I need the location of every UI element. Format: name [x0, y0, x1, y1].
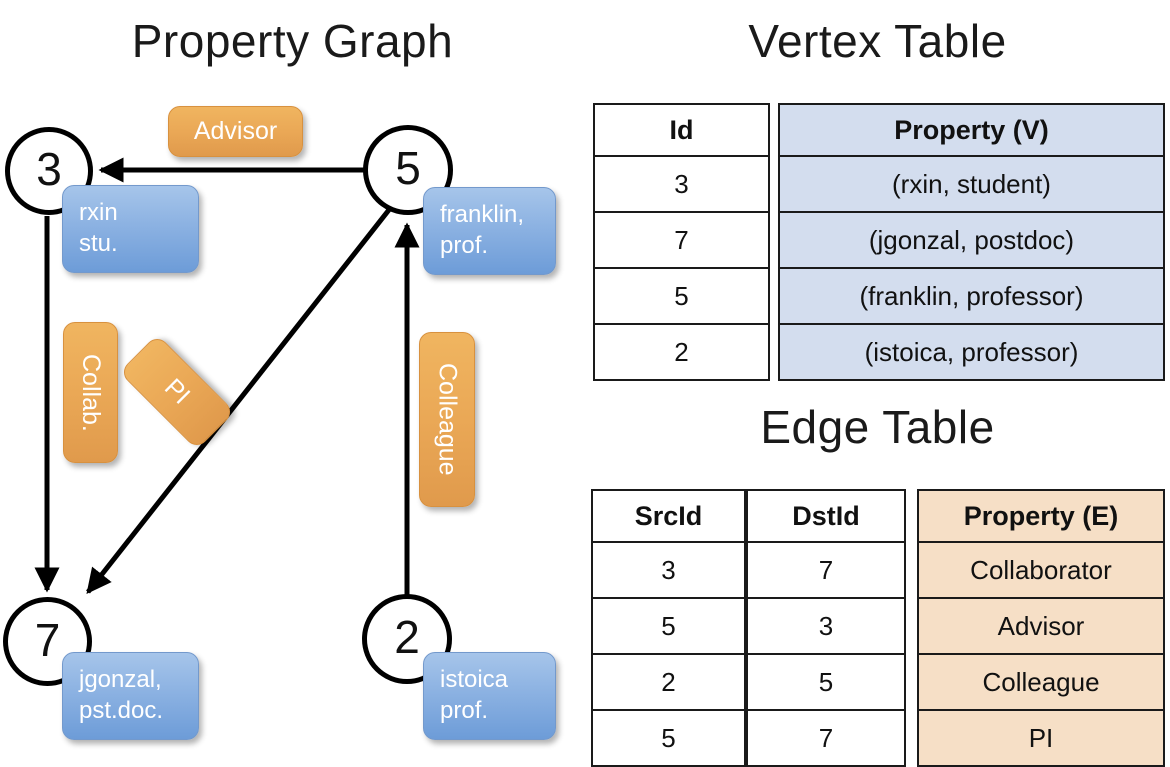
edge-label-badge-colleague: Colleague	[419, 332, 475, 507]
edge-table-dstid-column: DstId 7 3 5 7	[746, 489, 906, 767]
table-header-row: Property (V)	[778, 103, 1165, 157]
badge-line-2: prof.	[440, 231, 489, 259]
vertex-id-cell: 5	[593, 267, 770, 325]
edge-table-header-property: Property (E)	[917, 489, 1165, 543]
vertex-property-badge-istoica: istoica prof.	[423, 652, 556, 740]
badge-line-1: rxin	[79, 199, 118, 226]
vertex-property-cell: (franklin, professor)	[778, 267, 1165, 325]
vertex-property-badge-franklin: franklin, prof.	[423, 187, 556, 275]
badge-line-2: stu.	[79, 229, 118, 257]
vertex-property-cell: (istoica, professor)	[778, 323, 1165, 381]
table-row[interactable]: PI	[917, 709, 1165, 767]
graph-vertex-5-id: 5	[395, 142, 421, 194]
table-row[interactable]: 5	[591, 597, 746, 655]
edge-src-cell: 5	[591, 597, 746, 655]
edge-property-cell: Colleague	[917, 653, 1165, 711]
edge-label-text: Advisor	[193, 117, 278, 145]
graph-vertex-2[interactable]: 2	[362, 594, 452, 684]
edge-label-badge-pi: PI	[119, 334, 235, 450]
table-row[interactable]: 2	[593, 323, 770, 381]
table-row[interactable]: 3	[593, 155, 770, 213]
table-row[interactable]: 3	[746, 597, 906, 655]
edge-property-cell: Collaborator	[917, 541, 1165, 599]
edge-label-text: Collab.	[77, 353, 105, 432]
graph-vertex-7-id: 7	[34, 613, 61, 666]
table-header-row: SrcId	[591, 489, 746, 543]
page-title-property-graph: Property Graph	[131, 15, 454, 67]
badge-line-2: prof.	[440, 696, 489, 724]
edge-table-property-column: Property (E) Collaborator Advisor Collea…	[917, 489, 1165, 767]
vertex-property-cell: (rxin, student)	[778, 155, 1165, 213]
table-row[interactable]: (jgonzal, postdoc)	[778, 211, 1165, 269]
badge-line-1: istoica	[440, 666, 509, 693]
edge-src-cell: 2	[591, 653, 746, 711]
vertex-table-property-column: Property (V) (rxin, student) (jgonzal, p…	[778, 103, 1165, 381]
edge-table-header-srcid: SrcId	[591, 489, 746, 543]
edge-table-header-dstid: DstId	[746, 489, 906, 543]
page-title-vertex-table: Vertex Table	[748, 15, 1007, 67]
edge-label-text: Colleague	[433, 363, 462, 476]
edge-label-text: PI	[159, 373, 196, 410]
vertex-property-cell: (jgonzal, postdoc)	[778, 211, 1165, 269]
vertex-table-header-id: Id	[593, 103, 770, 157]
table-row[interactable]: 3	[591, 541, 746, 599]
table-row[interactable]: (rxin, student)	[778, 155, 1165, 213]
edge-dst-cell: 5	[746, 653, 906, 711]
vertex-table-id-column: Id 3 7 5 2	[593, 103, 770, 381]
vertex-id-cell: 7	[593, 211, 770, 269]
table-row[interactable]: 7	[593, 211, 770, 269]
graph-vertex-5[interactable]: 5	[363, 125, 453, 215]
vertex-id-cell: 3	[593, 155, 770, 213]
table-row[interactable]: Advisor	[917, 597, 1165, 655]
edge-dst-cell: 7	[746, 541, 906, 599]
edge-table-srcid-column: SrcId 3 5 2 5	[591, 489, 746, 767]
table-row[interactable]: 5	[746, 653, 906, 711]
table-row[interactable]: (franklin, professor)	[778, 267, 1165, 325]
edge-dst-cell: 7	[746, 709, 906, 767]
edge-src-cell: 3	[591, 541, 746, 599]
vertex-property-badge-rxin: rxin stu.	[62, 185, 199, 273]
edge-dst-cell: 3	[746, 597, 906, 655]
property-graph-diagram: 3 5 7 2 rxin stu. franklin, prof. jgonza…	[0, 0, 585, 760]
vertex-id-cell: 2	[593, 323, 770, 381]
table-row[interactable]: 5	[593, 267, 770, 325]
table-header-row: Id	[593, 103, 770, 157]
edge-src-cell: 5	[591, 709, 746, 767]
edge-property-cell: Advisor	[917, 597, 1165, 655]
badge-line-1: jgonzal,	[79, 666, 162, 693]
table-row[interactable]: 7	[746, 541, 906, 599]
edge-label-badge-collab: Collab.	[63, 322, 118, 463]
table-row[interactable]: 5	[591, 709, 746, 767]
edge-property-cell: PI	[917, 709, 1165, 767]
graph-vertex-2-id: 2	[394, 611, 420, 663]
page-title-edge-table: Edge Table	[760, 401, 995, 453]
table-header-row: Property (E)	[917, 489, 1165, 543]
graph-vertex-3-id: 3	[36, 143, 62, 195]
table-row[interactable]: 7	[746, 709, 906, 767]
table-header-row: DstId	[746, 489, 906, 543]
table-row[interactable]: (istoica, professor)	[778, 323, 1165, 381]
table-row[interactable]: 2	[591, 653, 746, 711]
badge-line-2: pst.doc.	[79, 696, 164, 724]
vertex-table-header-property: Property (V)	[778, 103, 1165, 157]
badge-line-1: franklin,	[440, 201, 525, 228]
edge-label-badge-advisor: Advisor	[168, 106, 303, 157]
table-row[interactable]: Collaborator	[917, 541, 1165, 599]
vertex-property-badge-jgonzal: jgonzal, pst.doc.	[62, 652, 199, 740]
table-row[interactable]: Colleague	[917, 653, 1165, 711]
